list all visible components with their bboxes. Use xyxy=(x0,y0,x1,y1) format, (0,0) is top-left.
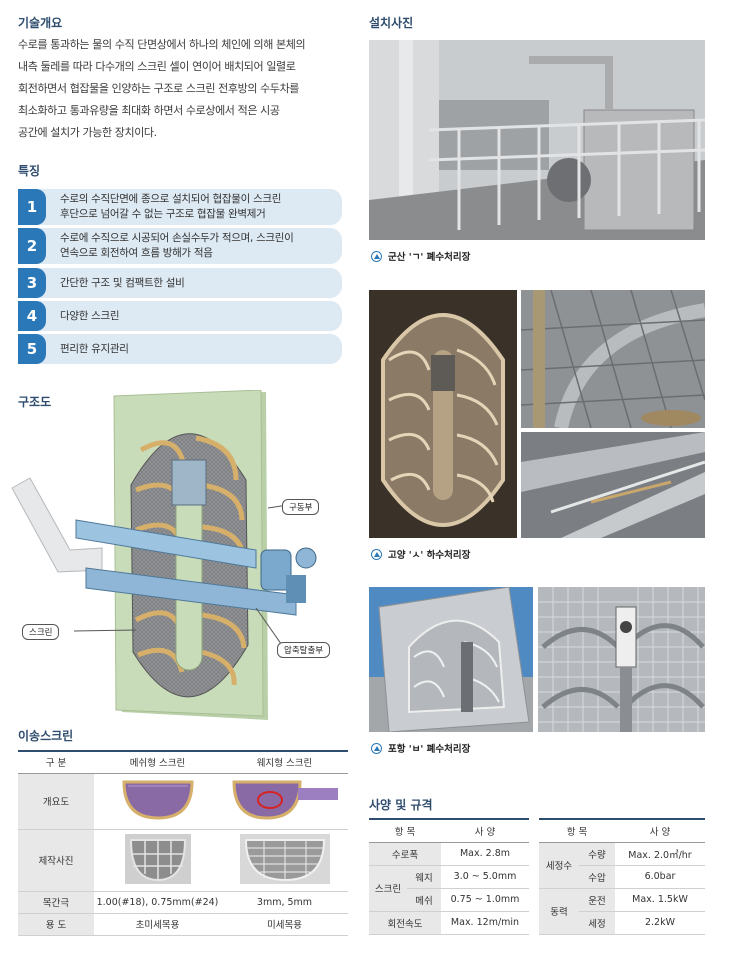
spec-run-value: Max. 1.5kW xyxy=(615,888,705,912)
caption-goyang: 고양 'ㅅ' 하수처리장 xyxy=(371,547,470,561)
spec-run-label: 운전 xyxy=(579,888,615,912)
wedge-use: 미세목용 xyxy=(221,913,348,936)
screen-table: 구 분 메쉬형 스크린 웨지형 스크린 개요도 제작사진 목간극 1.00(#1… xyxy=(18,750,348,936)
spec-wedge-label: 웨지 xyxy=(407,865,441,889)
mesh-use: 초미세목용 xyxy=(94,913,221,936)
callout-drive: 구동부 xyxy=(282,499,320,515)
spec-header-spec: 사 양 xyxy=(441,818,529,843)
spec-screen-label: 스크린 xyxy=(369,865,407,912)
features-title: 특징 xyxy=(18,164,41,178)
spec-power-label: 동력 xyxy=(539,888,579,935)
screen-header-category: 구 분 xyxy=(18,750,94,774)
spec-mesh-label: 메쉬 xyxy=(407,888,441,912)
spec-title: 사양 및 규격 xyxy=(369,798,433,812)
spec-header-item: 항 목 xyxy=(369,818,441,843)
row-label-gap: 목간극 xyxy=(18,891,94,914)
wedge-photo xyxy=(221,829,348,892)
wedge-outline-diagram xyxy=(221,773,348,830)
install-photo-goyang-detail2 xyxy=(521,432,705,538)
mesh-photo xyxy=(94,829,221,892)
caption-gunsan: 군산 'ㄱ' 폐수처리장 xyxy=(371,249,470,263)
structure-diagram xyxy=(11,390,317,720)
mesh-gap: 1.00(#18), 0.75mm(#24) xyxy=(94,891,221,914)
feature-item-5: 5 편리한 유지관리 xyxy=(18,334,342,364)
feature-item-4: 4 다양한 스크린 xyxy=(18,301,342,331)
callout-screen: 스크린 xyxy=(22,624,60,640)
row-label-photo: 제작사진 xyxy=(18,829,94,892)
spec-wedge-value: 3.0 ~ 5.0mm xyxy=(441,865,529,889)
spec-table-left: 항 목 사 양 수로폭 Max. 2.8m 스크린 웨지 3.0 ~ 5.0mm… xyxy=(369,818,529,935)
triangle-icon xyxy=(371,548,382,560)
screen-header-mesh: 메쉬형 스크린 xyxy=(94,750,221,774)
spec-table-right: 항 목 사 양 세정수 수량 Max. 2.0㎥/hr 수압 6.0bar 동력… xyxy=(539,818,705,935)
spec-width-label: 수로폭 xyxy=(369,842,441,866)
spec-flow-label: 수량 xyxy=(579,842,615,866)
install-photo-pohang-main xyxy=(369,587,533,732)
screen-header-wedge: 웨지형 스크린 xyxy=(221,750,348,774)
install-title: 설치사진 xyxy=(369,16,414,30)
spec-pressure-value: 6.0bar xyxy=(615,865,705,889)
spec-header-spec-2: 사 양 xyxy=(615,818,705,843)
mesh-outline-diagram xyxy=(94,773,221,830)
spec-speed-label: 회전속도 xyxy=(369,911,441,935)
install-photo-goyang-detail1 xyxy=(521,290,705,428)
wedge-gap: 3mm, 5mm xyxy=(221,891,348,914)
overview-title: 기술개요 xyxy=(18,16,63,30)
row-label-use: 용 도 xyxy=(18,913,94,936)
caption-pohang: 포항 'ㅂ' 폐수처리장 xyxy=(371,741,470,755)
feature-item-3: 3 간단한 구조 및 컴팩트한 설비 xyxy=(18,268,342,298)
install-photo-goyang-main xyxy=(369,290,517,538)
triangle-icon xyxy=(371,742,382,754)
structure-title: 구조도 xyxy=(18,395,52,409)
spec-width-value: Max. 2.8m xyxy=(441,842,529,866)
callout-discharge: 압축탈출부 xyxy=(277,642,331,658)
install-photo-gunsan xyxy=(369,40,705,240)
spec-pressure-label: 수압 xyxy=(579,865,615,889)
overview-text: 수로를 통과하는 물의 수직 단면상에서 하나의 체인에 의해 본체의 내측 둘… xyxy=(18,38,306,139)
spec-mesh-value: 0.75 ~ 1.0mm xyxy=(441,888,529,912)
spec-clean-label: 세정 xyxy=(579,911,615,935)
spec-header-item-2: 항 목 xyxy=(539,818,615,843)
triangle-icon xyxy=(371,250,382,262)
screens-title: 이송스크린 xyxy=(18,729,74,743)
row-label-outline: 개요도 xyxy=(18,773,94,830)
spec-flow-value: Max. 2.0㎥/hr xyxy=(615,842,705,866)
spec-clean-value: 2.2kW xyxy=(615,911,705,935)
spec-speed-value: Max. 12m/min xyxy=(441,911,529,935)
spec-wash-label: 세정수 xyxy=(539,842,579,889)
install-photo-pohang-detail xyxy=(538,587,705,732)
